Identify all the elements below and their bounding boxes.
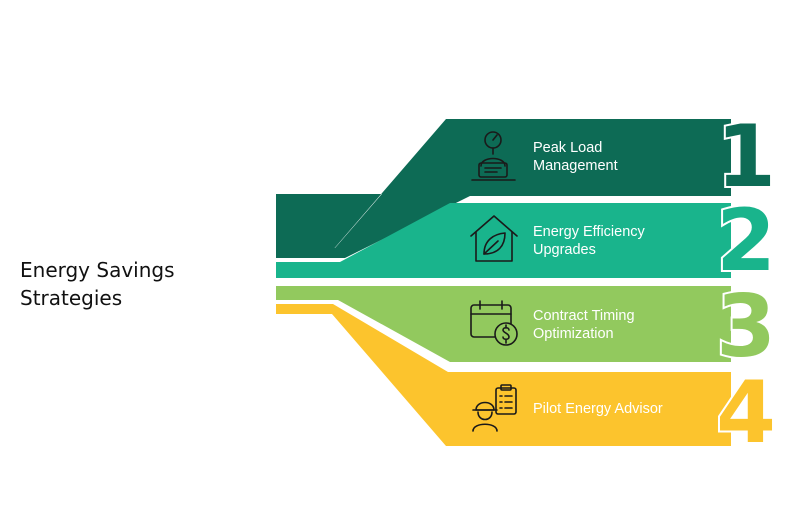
strategy-label-4: Pilot Energy Advisor — [533, 400, 703, 418]
strategy-2-line-1: Energy Efficiency — [533, 224, 645, 240]
strategy-label-2: Energy Efficiency Upgrades — [533, 223, 703, 259]
band-2-number: 2 — [716, 191, 776, 291]
calendar-dollar-icon — [470, 300, 518, 346]
band-1-tail — [276, 119, 731, 258]
title-line-2: Strategies — [20, 286, 123, 310]
band-4-tail — [276, 304, 731, 446]
strategy-1-line-2: Management — [533, 158, 618, 174]
advisor-checklist-icon — [472, 384, 517, 432]
strategy-label-3: Contract Timing Optimization — [533, 307, 703, 343]
strategy-1-line-1: Peak Load — [533, 140, 603, 156]
band-1-number: 1 — [716, 107, 776, 207]
title-line-1: Energy Savings — [20, 258, 175, 282]
band-4-number: 4 — [716, 363, 776, 463]
strategy-band-1: 1 — [276, 105, 778, 258]
band-3-number: 3 — [716, 277, 776, 377]
strategy-band-4: 4 — [276, 304, 778, 465]
diagram-title: Energy Savings Strategies — [20, 256, 260, 312]
strategy-4-line-1: Pilot Energy Advisor — [533, 401, 663, 417]
eco-home-leaf-icon — [470, 215, 518, 262]
strategy-3-line-1: Contract Timing — [533, 308, 635, 324]
strategy-3-line-2: Optimization — [533, 326, 614, 342]
pressure-gauge-operator-icon — [471, 131, 516, 181]
strategy-2-line-2: Upgrades — [533, 242, 596, 258]
strategy-label-1: Peak Load Management — [533, 139, 703, 175]
